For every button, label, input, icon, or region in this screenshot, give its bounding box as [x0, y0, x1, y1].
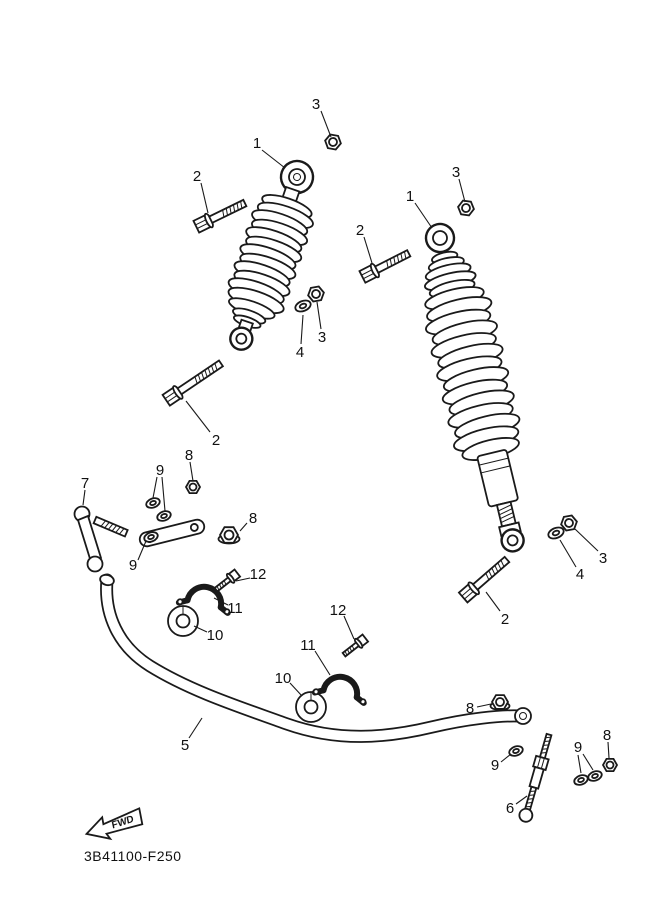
callout-label: 11	[300, 637, 316, 654]
bracket-bolt-right	[341, 633, 370, 658]
callout-label: 6	[506, 800, 514, 817]
callout-label: 7	[81, 475, 89, 492]
washer	[547, 526, 565, 540]
shock-absorber-right	[424, 222, 525, 553]
callout-label: 2	[501, 611, 509, 628]
nut-link-right	[601, 758, 619, 772]
callout-label: 4	[576, 566, 584, 583]
stabilizer-bushing-left	[167, 605, 199, 637]
callout-label: 3	[452, 164, 460, 181]
flange-nut-bar-right	[489, 694, 511, 711]
callout-label: 3	[318, 329, 326, 346]
stabilizer-bracket-right	[311, 673, 367, 706]
callout-label: 10	[275, 670, 292, 687]
mount-bolt-upper-left	[192, 198, 248, 234]
bracket-bolt-left	[213, 568, 242, 593]
shock-absorber-left	[227, 159, 315, 351]
callout-label: 5	[181, 737, 189, 754]
mount-bolt-lower-left	[161, 359, 225, 407]
nut-link-left	[184, 480, 202, 494]
callout-label: 2	[193, 168, 201, 185]
callout-label: 9	[156, 462, 164, 479]
flange-nut-arm-left	[217, 526, 241, 545]
callout-label: 12	[330, 602, 347, 619]
stabilizer-link-left	[73, 505, 104, 573]
callout-label: 9	[491, 757, 499, 774]
nut-shock-top-right	[457, 199, 475, 217]
washer	[508, 745, 524, 757]
callout-label: 8	[249, 510, 257, 527]
callouts: 3 1 2 2 1 3 4 3 2 7 9 8 8 9 12 11 1	[81, 96, 611, 817]
nut-shock-mid-left	[307, 285, 325, 303]
washer	[294, 299, 312, 313]
stabilizer-link-right	[518, 732, 553, 823]
fwd-arrow: FWD	[84, 807, 144, 841]
callout-label: 8	[603, 727, 611, 744]
stabilizer-bracket-left	[175, 583, 231, 616]
callout-label: 2	[356, 222, 364, 239]
callout-label: 3	[312, 96, 320, 113]
mount-bolt-upper-right	[358, 248, 412, 284]
callout-label: 8	[185, 447, 193, 464]
nut-shock-bottom-right	[560, 514, 578, 532]
callout-label: 9	[129, 557, 137, 574]
stabilizer-bar	[99, 573, 532, 743]
callout-label: 2	[212, 432, 220, 449]
callout-label: 3	[599, 550, 607, 567]
link-stud-left	[92, 515, 129, 538]
stabilizer-bushing-right	[295, 691, 327, 723]
callout-label: 10	[207, 627, 224, 644]
washer	[156, 510, 172, 522]
callout-label: 4	[296, 344, 304, 361]
callout-label: 12	[250, 566, 267, 583]
washer	[573, 774, 589, 786]
washer	[143, 531, 159, 543]
washer	[587, 770, 603, 782]
nut-shock-top-left	[324, 133, 342, 151]
drawing-number: 3B41100-F250	[84, 848, 182, 864]
callout-label: 8	[466, 700, 474, 717]
washer	[145, 497, 161, 509]
callout-label: 9	[574, 739, 582, 756]
callout-label: 11	[227, 600, 243, 617]
mount-bolt-lower-right	[457, 555, 511, 604]
callout-label: 1	[406, 188, 414, 205]
callout-label: 1	[253, 135, 261, 152]
